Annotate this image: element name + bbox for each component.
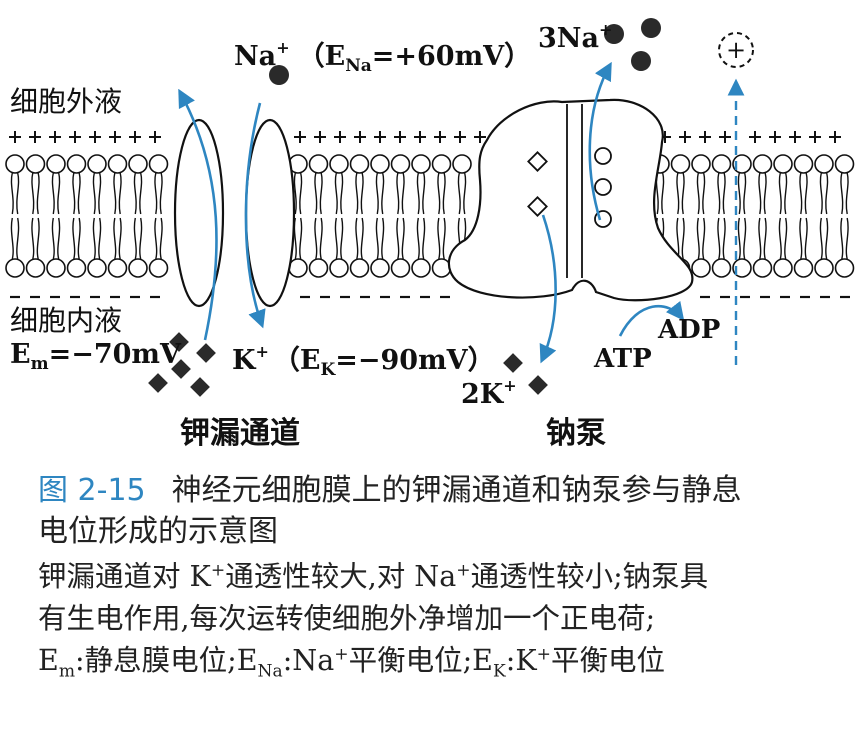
pump-na-site-1 [594, 147, 612, 165]
k-equilibrium-label: K+（EK=−90mV） [232, 342, 495, 380]
caption-title-line-1: 图 2-15 神经元细胞膜上的钾漏通道和钠泵参与静息 [38, 470, 838, 511]
extracellular-na-dot-3 [631, 51, 651, 71]
pump-k-arrow [539, 214, 557, 364]
pump-k-site-1 [527, 151, 548, 172]
pump-k-site-2 [527, 196, 548, 217]
leak-channel-left-subunit [173, 118, 225, 308]
adp-label: ADP [657, 315, 720, 345]
k-efflux-arrow [178, 88, 218, 341]
extracellular-na-dot-1 [604, 24, 624, 44]
intracellular-k-cluster [148, 332, 216, 397]
na-influx-arrow [244, 102, 266, 329]
caption-note-line-2: 有生电作用,每次运转使细胞外净增加一个正电荷; [38, 602, 656, 635]
sodium-pump-body [447, 98, 694, 302]
intracellular-label: 细胞内液 [10, 304, 122, 337]
caption-note-line-1: 钾漏通道对 K+通透性较大,对 Na+通透性较小;钠泵具 [38, 560, 709, 593]
pump-k-ions [503, 353, 548, 395]
figure-number: 图 2-15 [38, 473, 146, 508]
extracellular-na-dot-2 [641, 18, 661, 38]
net-positive-charge-icon [718, 32, 754, 68]
extracellular-label: 细胞外液 [10, 85, 122, 118]
sodium-pump-label: 钠泵 [546, 416, 606, 451]
pump-na-site-2 [594, 178, 612, 196]
leak-channel-right-subunit [244, 118, 296, 308]
na-ion-dot [269, 65, 289, 85]
net-positive-charge-sign: + [726, 36, 746, 64]
resting-potential-label: Em=−70mV [10, 339, 182, 374]
caption-title-part-1: 神经元细胞膜上的钾漏通道和钠泵参与静息 [171, 473, 742, 508]
diagram-figure: + 细胞外液 细胞内液 Em=−70mV Na+（ENa=+60mV） K+（E… [5, 18, 855, 451]
plus-charge-row [9, 131, 841, 143]
lipid-bilayer [5, 154, 855, 278]
atp-label: ATP [593, 344, 652, 374]
leak-channel-label: 钾漏通道 [180, 416, 300, 451]
caption-note-line-3: Em:静息膜电位;ENa:Na+平衡电位;EK:K+平衡电位 [38, 644, 666, 682]
figure-caption: 图 2-15 神经元细胞膜上的钾漏通道和钠泵参与静息 电位形成的示意图 钾漏通道对… [38, 470, 838, 682]
atp-adp-arrow [618, 300, 685, 337]
pump-na-arrow [588, 61, 612, 221]
na-equilibrium-label: Na+（ENa=+60mV） [234, 38, 531, 76]
caption-title-line-2: 电位形成的示意图 [38, 514, 278, 549]
two-k-label: 2K+ [461, 376, 517, 410]
three-na-label: 3Na+ [538, 20, 612, 54]
